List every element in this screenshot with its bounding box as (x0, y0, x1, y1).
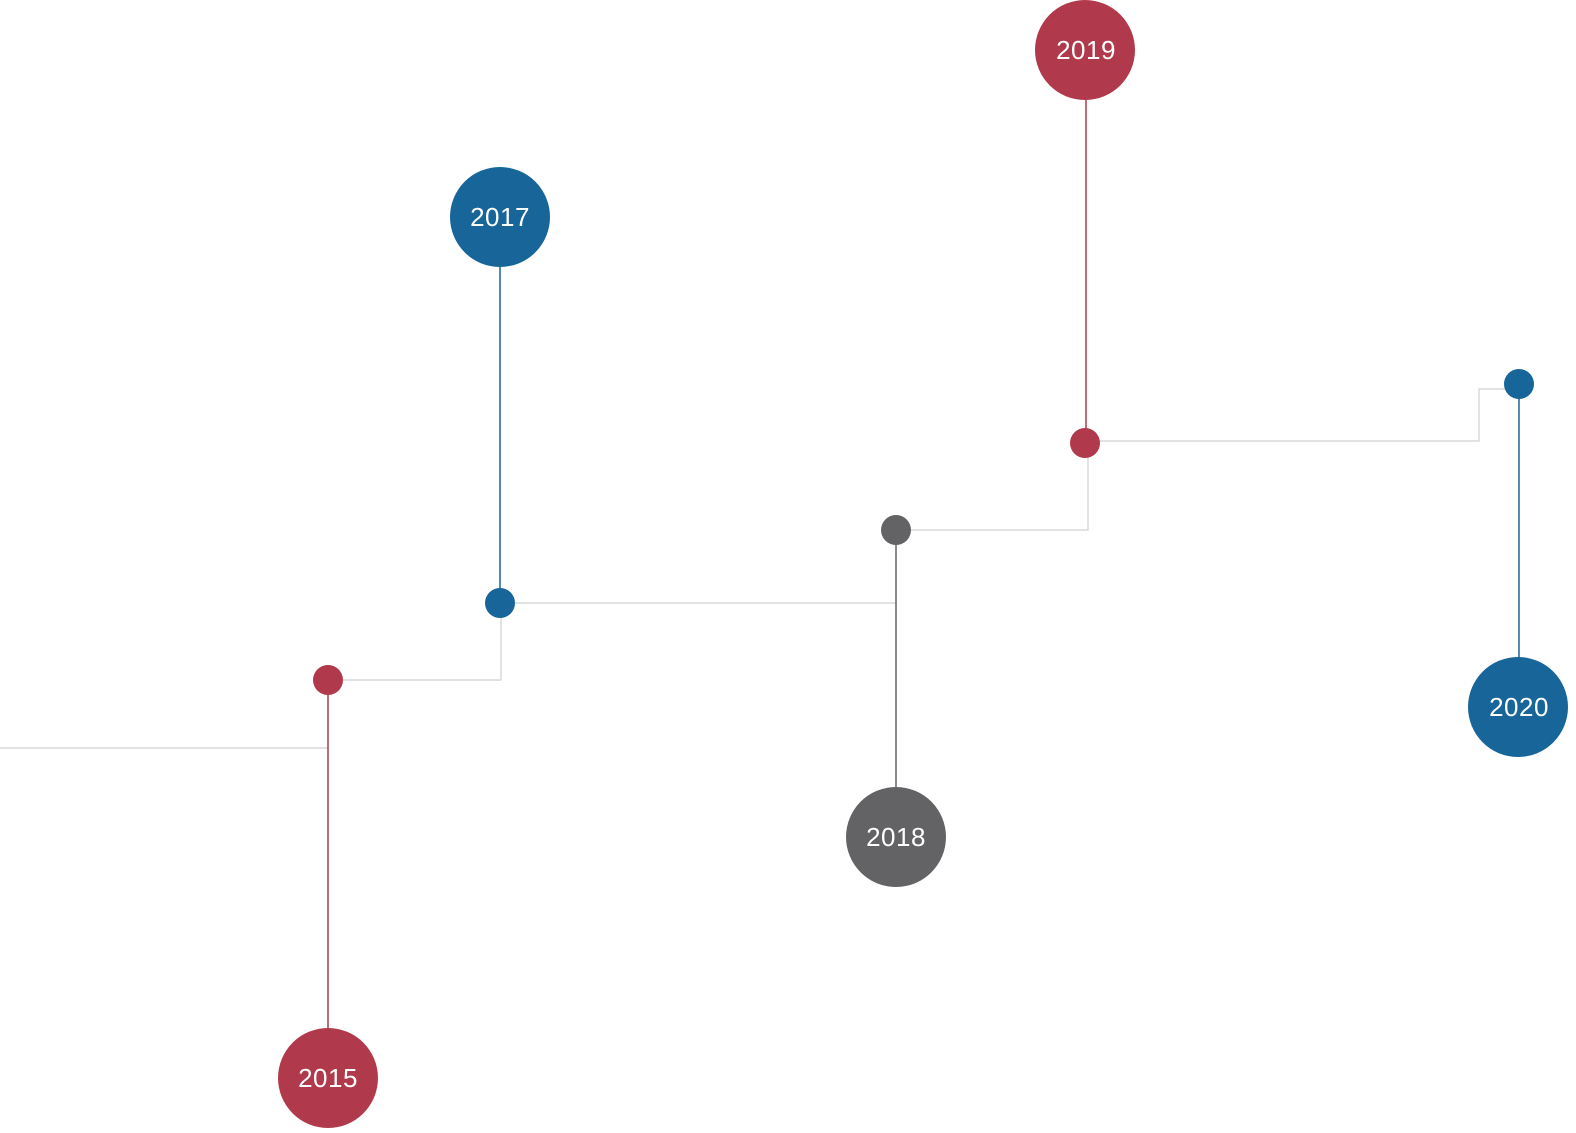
milestone-2020: 2020 (1468, 369, 1568, 757)
year-label: 2017 (470, 202, 530, 232)
milestone-dot (1070, 428, 1100, 458)
milestone-2017: 2017 (450, 167, 550, 618)
year-badge (278, 1028, 378, 1128)
milestone-2019: 2019 (1035, 0, 1135, 458)
milestone-2018: 2018 (846, 515, 946, 887)
connector-segment (896, 443, 1089, 531)
milestone-dot (313, 665, 343, 695)
year-badge (450, 167, 550, 267)
year-badge (1035, 0, 1135, 100)
year-label: 2018 (866, 822, 926, 852)
year-label: 2015 (298, 1063, 358, 1093)
connector-segment (328, 603, 502, 681)
connector-segment (1085, 388, 1519, 442)
milestone-2015: 2015 (278, 665, 378, 1128)
milestone-dot (1504, 369, 1534, 399)
year-label: 2019 (1056, 35, 1116, 65)
year-badge (846, 787, 946, 887)
connector-path (0, 388, 1519, 749)
year-badge (1468, 657, 1568, 757)
year-label: 2020 (1489, 692, 1549, 722)
milestone-dot (881, 515, 911, 545)
milestone-dot (485, 588, 515, 618)
